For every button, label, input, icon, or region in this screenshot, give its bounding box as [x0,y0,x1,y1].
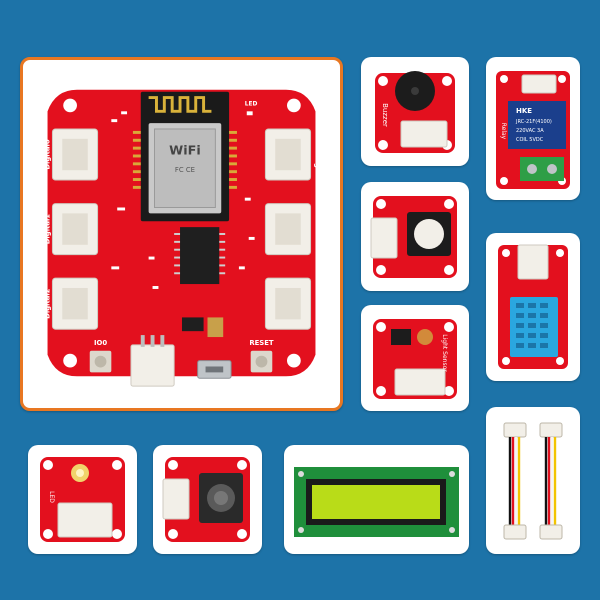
reset-label: RESET [249,339,274,347]
main-board-card: WiFi FC CE Digit [20,57,343,411]
relay-model: JRC-21F(4100) [515,119,552,125]
relay-coil: COIL 5VDC [516,137,544,143]
relay-module-card: HKE JRC-21F(4100) 220VAC 3A COIL 5VDC Re… [486,57,580,200]
temperature-humidity-sensor-card [486,233,580,381]
led-module-image: LED [40,457,125,542]
led-indicator-label: LED [245,101,258,107]
buzzer-label: Buzzer [381,103,389,127]
button-module-image [370,196,457,278]
buzzer-module-image: Buzzer [375,71,455,153]
cable-left [503,422,527,540]
relay-label: Relay [500,123,507,140]
buzzer-module-card: Buzzer [361,57,469,166]
cables-card [486,407,580,554]
led-label: LED [48,491,55,503]
dht-sensor-image [498,244,568,369]
right-grove-connectors [264,128,312,330]
light-sensor-label: Light Sensor [441,334,448,372]
uart-label: UART [313,219,321,240]
svg-text:FC CE: FC CE [175,166,195,174]
button-module-card [361,182,469,291]
wifi-label: WiFi [169,144,201,159]
cable-right [539,422,563,540]
relay-module-image: HKE JRC-21F(4100) 220VAC 3A COIL 5VDC Re… [496,71,570,189]
main-board-image: WiFi FC CE Digit [43,89,321,387]
terminal-block [520,157,564,181]
rotary-module-card [153,445,262,554]
digital1-label: Digital1 [43,214,51,245]
digital2-label: Digital2 [43,288,51,319]
io0-label: IO0 [94,339,107,347]
light-sensor-card: Light Sensor [361,305,469,411]
led-module-card: LED [28,445,137,554]
lcd-module-image [294,467,459,537]
grove-cables-image [503,422,563,540]
analog-label: Analog [313,141,321,168]
relay-rating: 220VAC 3A [516,128,544,134]
relay-brand: HKE [516,107,532,115]
left-grove-connectors [51,128,99,330]
light-sensor-image: Light Sensor [373,319,457,399]
lcd-screen [312,485,440,519]
ic-chip [180,227,220,285]
i2c-label: I2C [313,298,321,310]
rotary-module-image [162,457,250,542]
power-connector [130,344,175,387]
digital0-label: Digital0 [43,139,51,170]
lcd-module-card [284,445,469,554]
